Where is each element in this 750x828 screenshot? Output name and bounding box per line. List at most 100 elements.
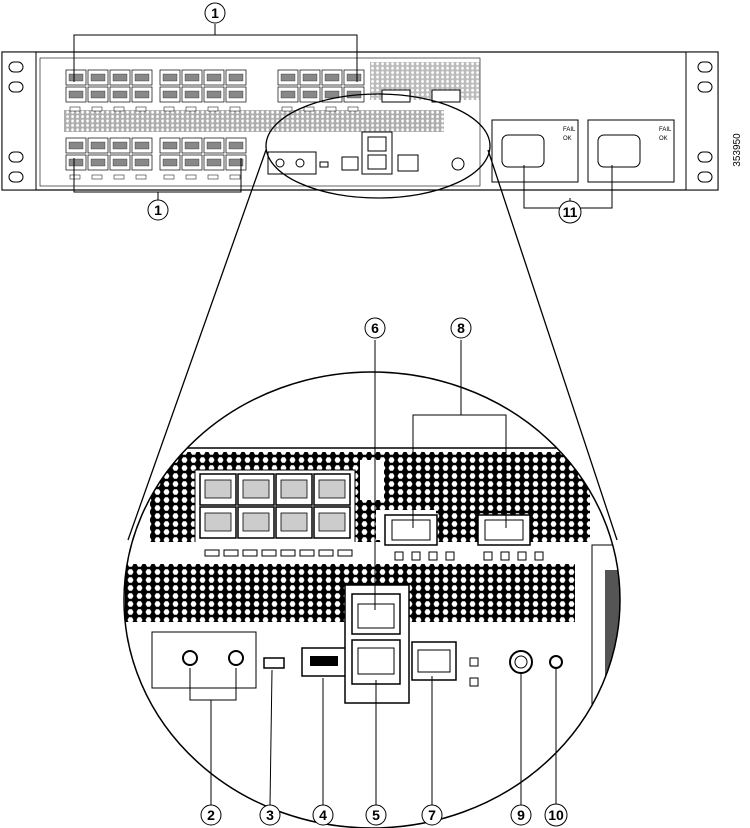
console-port-small: [367, 154, 387, 170]
sfp-port-cage: [112, 141, 128, 150]
qsfp-port-small: [431, 89, 461, 103]
ground-screw: [182, 650, 198, 666]
port-led: [185, 174, 197, 180]
sfp-port-cage: [228, 73, 244, 82]
sfp-port-cage: [280, 90, 296, 99]
sfp-port-cage: [68, 73, 84, 82]
sfp-port-cage: [318, 512, 346, 532]
sfp-port-cage: [162, 90, 178, 99]
callout-number: 10: [548, 807, 564, 823]
sfp-port-cage: [346, 73, 362, 82]
sfp-port-cage: [302, 73, 318, 82]
reset-button-small: [451, 157, 465, 171]
port-led: [185, 106, 197, 112]
port-led: [280, 549, 296, 557]
sfp-port-cage: [242, 479, 270, 499]
port-led: [69, 174, 81, 180]
chassis: FAIL OK FAIL OK 353950: [1, 51, 743, 191]
sfp-port-cage: [184, 73, 200, 82]
port-led: [163, 106, 175, 112]
power-supply-2: FAIL OK: [587, 119, 675, 183]
usb-mini-console-port-small: [319, 161, 329, 168]
port-led: [163, 174, 175, 180]
sfp-port-grid-zoomed: [199, 473, 351, 539]
sfp-port-cage: [162, 73, 178, 82]
port-led: [303, 106, 315, 112]
port-led: [91, 174, 103, 180]
sfp-port-cage: [134, 73, 150, 82]
port-led: [469, 657, 479, 667]
sfp-port-cage: [68, 90, 84, 99]
sfp-port-cage: [162, 158, 178, 167]
sfp-port-cage: [302, 90, 318, 99]
ground-pads-small: [267, 151, 317, 175]
sfp-port-cage: [90, 90, 106, 99]
port-led: [281, 106, 293, 112]
port-led: [135, 106, 147, 112]
psu-ok-label: OK: [659, 136, 668, 142]
callout-number: 1: [211, 5, 219, 21]
sfp-port-cage: [184, 158, 200, 167]
sfp-port-cage: [90, 158, 106, 167]
sfp-port-cage: [90, 73, 106, 82]
sfp-port-cage: [228, 141, 244, 150]
power-supply-edge: [591, 544, 620, 806]
port-led-row: [204, 549, 544, 561]
callout-number: 11: [563, 204, 578, 220]
sfp-port-cage: [280, 73, 296, 82]
port-led: [207, 106, 219, 112]
sfp-port-cage: [112, 73, 128, 82]
right-rack-ear: [685, 51, 719, 191]
sfp-port-cage: [206, 158, 222, 167]
port-led: [500, 551, 510, 561]
zoomed-panel: [124, 372, 620, 828]
rack-mount-holes: [8, 61, 713, 183]
port-led: [229, 174, 241, 180]
port-led: [517, 551, 527, 561]
sfp-port-cage: [134, 158, 150, 167]
callout-5: 5: [365, 804, 387, 826]
sfp-port-cage: [184, 141, 200, 150]
port-led: [445, 551, 455, 561]
port-led: [242, 549, 258, 557]
sfp-port-cage: [112, 90, 128, 99]
mgmt-ethernet-port-small: [367, 136, 387, 152]
callout-number: 1: [154, 202, 162, 218]
port-led: [534, 551, 544, 561]
sfp-port-cage: [112, 158, 128, 167]
psu-fail-label: FAIL: [563, 127, 576, 133]
sfp-port-cage: [206, 73, 222, 82]
psu-ok-label: OK: [563, 136, 572, 142]
port-led: [91, 106, 103, 112]
zoom-source-ellipse: [265, 93, 491, 199]
callout-1-bottom: 1: [147, 199, 169, 221]
zoom-guide-line: [487, 149, 618, 541]
port-led: [113, 106, 125, 112]
callout-1-top: 1: [204, 2, 226, 24]
port-led: [411, 551, 421, 561]
sfp-mgmt-port-small: [397, 154, 419, 172]
callout-8: 8: [450, 317, 472, 339]
sfp-port-cage: [90, 141, 106, 150]
sfp-port-cage: [228, 158, 244, 167]
left-rack-ear: [1, 51, 37, 191]
sfp-port-cage: [134, 141, 150, 150]
port-led: [394, 551, 404, 561]
callout-3: 3: [259, 804, 281, 826]
callout-10: 10: [544, 803, 568, 827]
figure-id: 353950: [732, 133, 743, 167]
sfp-port-grid-chassis: [65, 69, 365, 180]
port-led: [347, 106, 359, 112]
sfp-port-cage: [280, 512, 308, 532]
callout-number: 8: [457, 320, 465, 336]
usb-mini-console-port: [263, 657, 285, 669]
sfp-port-cage: [280, 479, 308, 499]
callout-number: 3: [266, 807, 274, 823]
power-inlet-2: [597, 134, 641, 168]
callout-6: 6: [364, 317, 386, 339]
sfp-port-cage: [206, 141, 222, 150]
callout-number: 7: [428, 807, 436, 823]
port-led: [204, 549, 220, 557]
callout-11: 11: [558, 200, 582, 224]
